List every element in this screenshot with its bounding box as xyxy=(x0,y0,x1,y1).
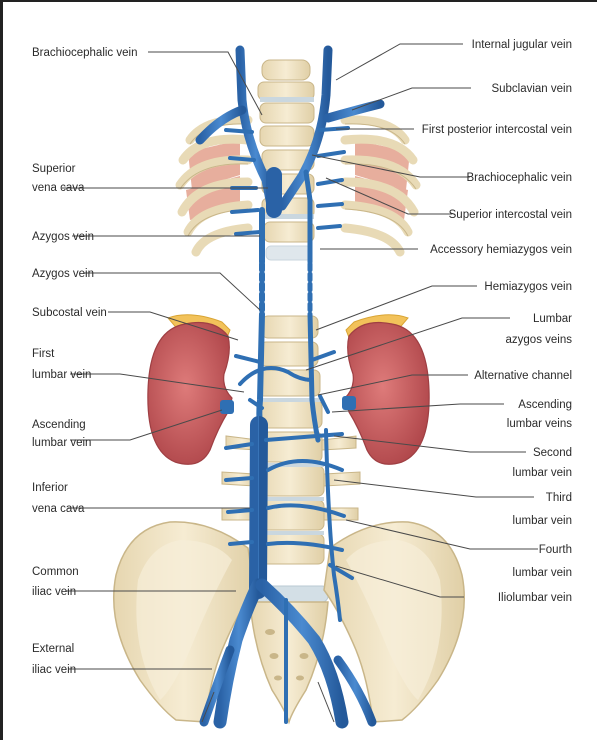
label-azygos-vein-upper: Azygos vein xyxy=(32,231,94,243)
label-first-lumbar-vein-line2: lumbar vein xyxy=(32,369,91,381)
label-ascending-lumbar-veins-line2: lumbar veins xyxy=(507,418,572,430)
label-ascending-lumbar-vein-line1: Ascending xyxy=(32,419,86,431)
label-hemiazygos-vein: Hemiazygos vein xyxy=(484,281,572,293)
label-third-lumbar-vein-line2: lumbar vein xyxy=(513,515,572,527)
label-third-lumbar-vein-line1: Third xyxy=(546,492,572,504)
label-external-iliac-vein-line1: External xyxy=(32,643,74,655)
label-brachiocephalic-vein-left: Brachiocephalic vein xyxy=(32,47,137,59)
label-inferior-vena-cava-line2: vena cava xyxy=(32,503,85,515)
label-lumbar-azygos-veins-line2: azygos veins xyxy=(506,334,573,346)
label-azygos-vein-lower: Azygos vein xyxy=(32,268,94,280)
labels-right: Internal jugular vein Subclavian vein Fi… xyxy=(422,39,572,604)
label-fourth-lumbar-vein-line1: Fourth xyxy=(539,544,572,556)
label-subcostal-vein: Subcostal vein xyxy=(32,307,107,319)
label-ascending-lumbar-vein-line2: lumbar vein xyxy=(32,437,91,449)
label-superior-vena-cava-line1: Superior xyxy=(32,163,76,175)
label-accessory-hemiazygos-vein: Accessory hemiazygos vein xyxy=(430,244,572,256)
label-superior-intercostal-vein: Superior intercostal vein xyxy=(449,209,572,221)
label-second-lumbar-vein-line1: Second xyxy=(533,447,572,459)
label-first-lumbar-vein-line1: First xyxy=(32,348,55,360)
label-brachiocephalic-vein-right: Brachiocephalic vein xyxy=(467,172,572,184)
label-subclavian-vein: Subclavian vein xyxy=(491,83,572,95)
label-superior-vena-cava-line2: vena cava xyxy=(32,182,85,194)
label-external-iliac-vein-line2: iliac vein xyxy=(32,664,76,676)
label-common-iliac-vein-line2: iliac vein xyxy=(32,586,76,598)
label-first-posterior-intercostal-vein: First posterior intercostal vein xyxy=(422,124,572,136)
label-internal-jugular-vein: Internal jugular vein xyxy=(472,39,572,51)
label-fourth-lumbar-vein-line2: lumbar vein xyxy=(513,567,572,579)
label-alternative-channel: Alternative channel xyxy=(474,370,572,382)
label-inferior-vena-cava-line1: Inferior xyxy=(32,482,68,494)
label-lumbar-azygos-veins-line1: Lumbar xyxy=(533,313,572,325)
label-ascending-lumbar-veins-line1: Ascending xyxy=(518,399,572,411)
label-iliolumbar-vein: Iliolumbar vein xyxy=(498,592,572,604)
label-second-lumbar-vein-line2: lumbar vein xyxy=(513,467,572,479)
label-common-iliac-vein-line1: Common xyxy=(32,566,79,578)
